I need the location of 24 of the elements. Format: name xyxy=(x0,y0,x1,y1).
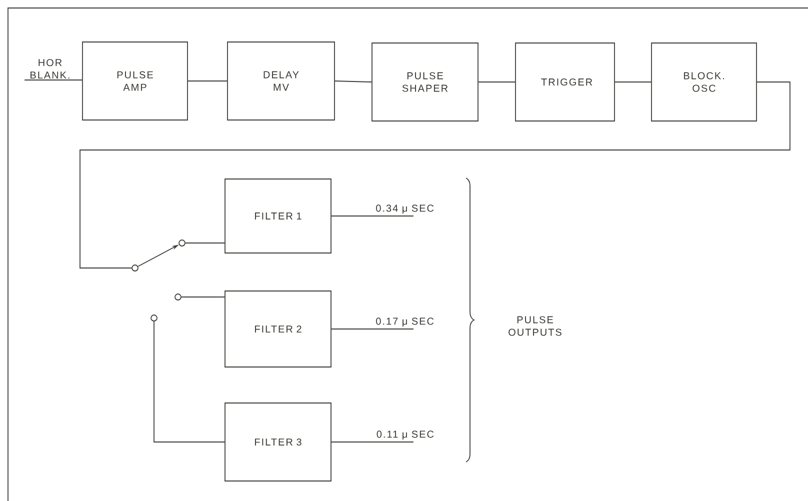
filter-box: FILTER 2 xyxy=(224,290,332,368)
filter-box: FILTER 1 xyxy=(224,178,332,254)
group-label: PULSE OUTPUTS xyxy=(508,316,562,336)
block-box: BLOCK. OSC xyxy=(651,42,757,122)
edge-label: 0.34 μ SEC xyxy=(376,204,434,214)
switch-contact xyxy=(132,264,138,272)
block-box: PULSE SHAPER xyxy=(372,42,478,122)
signal-line xyxy=(188,80,228,82)
output-line xyxy=(331,328,414,330)
signal-line xyxy=(80,82,790,268)
filter-box: FILTER 3 xyxy=(224,402,332,482)
input-label: HOR BLANK. xyxy=(30,59,70,79)
signal-line xyxy=(181,296,225,298)
switch-contact xyxy=(150,314,158,322)
switch-contact xyxy=(174,294,182,300)
block-box: DELAY MV xyxy=(227,42,335,120)
signal-line xyxy=(334,80,372,82)
switch-contact xyxy=(178,240,186,246)
block-box: PULSE AMP xyxy=(82,42,188,120)
edge-label: 0.11 μ SEC xyxy=(376,430,434,440)
signal-line xyxy=(154,321,225,442)
block-box: TRIGGER xyxy=(515,42,615,122)
edge-label: 0.17 μ SEC xyxy=(376,318,434,327)
signal-line xyxy=(185,242,225,244)
